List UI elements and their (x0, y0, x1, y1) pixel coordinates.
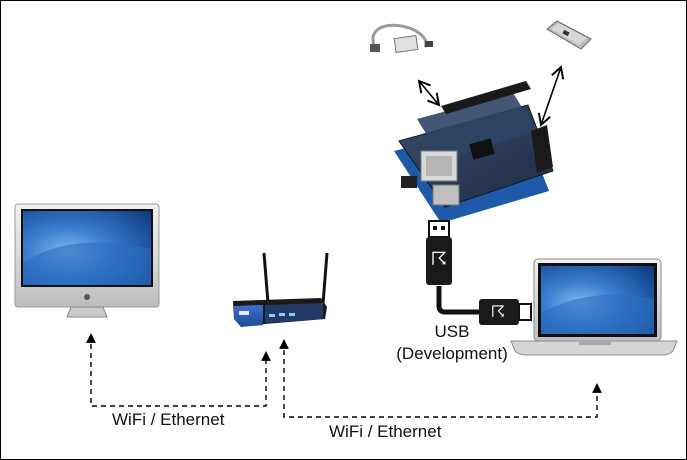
wifi-router-icon (233, 252, 329, 327)
usb-symbol-icon: ☈ (491, 302, 505, 321)
imac-router-link-arrow (86, 333, 271, 407)
sensor-cable-icon (370, 23, 433, 54)
imac-desktop-icon (14, 203, 160, 318)
usb-link-label-line1: USB (434, 322, 470, 341)
macbook-laptop-icon (510, 258, 678, 356)
router-macbook-link-label: WiFi / Ethernet (329, 422, 442, 441)
usb-link-label-line2: (Development) (396, 344, 508, 363)
imac-router-link-label: WiFi / Ethernet (112, 410, 225, 429)
router-macbook-link-arrow (279, 339, 602, 418)
sensor-module-link-arrow (537, 65, 565, 127)
usb-link-label: USB (Development) (387, 321, 517, 365)
sensor-cable-link-arrow (417, 79, 441, 107)
arduino-ethernet-shield-icon (394, 81, 554, 223)
sensor-module-icon (546, 20, 592, 50)
usb-symbol-icon: ☈ (431, 249, 447, 270)
usb-cable-icon: ☈ ☈ (426, 220, 532, 325)
